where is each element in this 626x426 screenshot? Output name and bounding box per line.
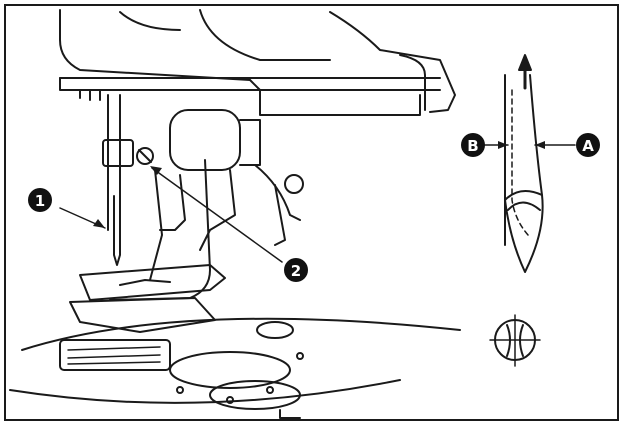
figure-border bbox=[4, 4, 619, 421]
callout-1-label: 1 bbox=[35, 192, 45, 210]
callout-2-label: 2 bbox=[291, 262, 301, 280]
callout-2-marker: 2 bbox=[284, 258, 308, 282]
callout-1-marker: 1 bbox=[28, 188, 52, 212]
callout-b-label: B bbox=[467, 137, 478, 155]
callout-a-label: A bbox=[582, 137, 594, 155]
callout-a-marker: A bbox=[576, 133, 600, 157]
callout-b-marker: B bbox=[461, 133, 485, 157]
